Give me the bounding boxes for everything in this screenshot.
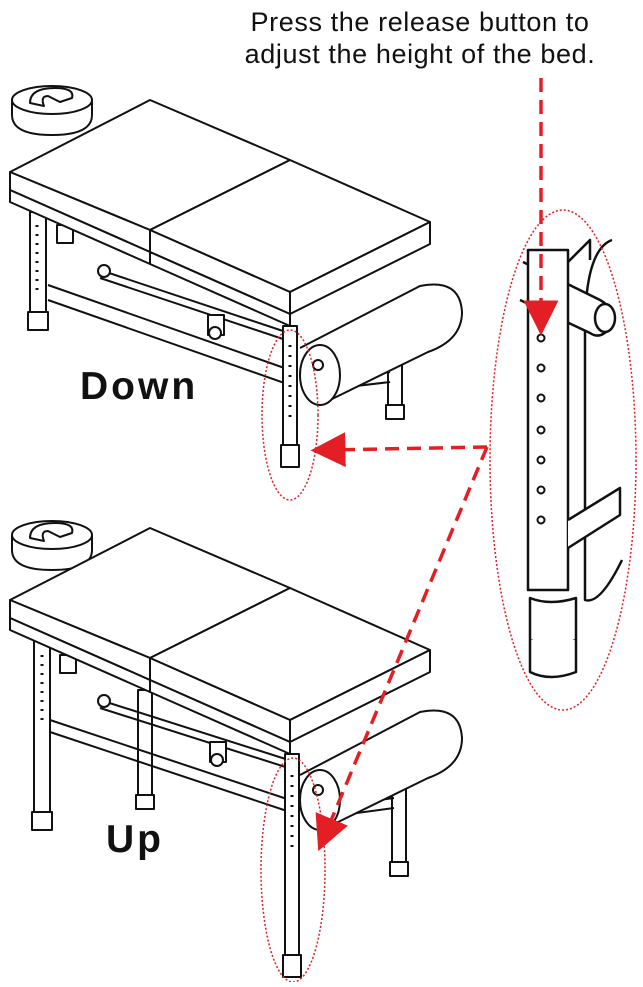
leg-detail-closeup: [519, 238, 624, 679]
instruction-caption: Press the release button to adjust the h…: [200, 6, 640, 70]
bolster-down: [299, 283, 463, 406]
face-cradle-icon-up: [11, 520, 93, 571]
instruction-line-1: Press the release button to: [250, 7, 590, 37]
arrow-to-down-leg: [310, 432, 488, 468]
table-down: [9, 85, 463, 468]
instruction-line-2: adjust the height of the bed.: [244, 39, 596, 69]
table-up: [9, 520, 463, 978]
face-cradle-icon: [11, 85, 93, 136]
leg-left-back-up: [31, 639, 53, 831]
highlight-ellipse-detail: [489, 209, 637, 711]
label-up: Up: [106, 818, 164, 861]
leg-front-right-down: [280, 325, 300, 468]
highlight-ellipse-down: [261, 329, 319, 501]
bolster-up: [299, 709, 463, 831]
label-down: Down: [80, 365, 199, 408]
arrow-to-up-leg: [315, 446, 489, 852]
leg-left-back: [27, 211, 49, 331]
leg-front-right-up: [282, 753, 302, 978]
leg-foot-cap: [528, 596, 578, 679]
